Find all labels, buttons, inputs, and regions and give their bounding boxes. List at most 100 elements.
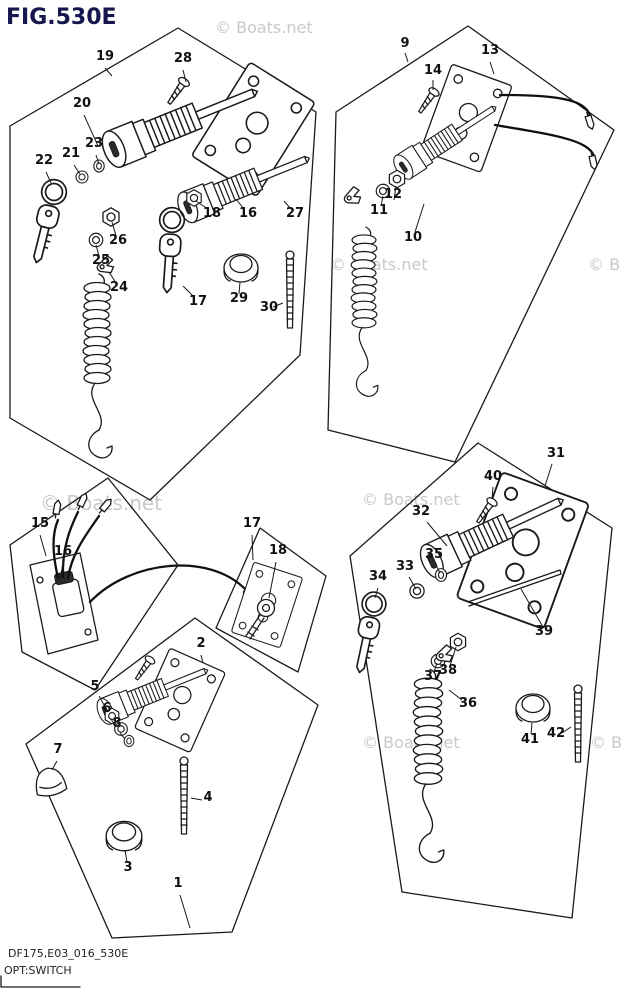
assembly-box-outline <box>9 477 179 691</box>
washer <box>88 232 104 248</box>
callout-16: 16 <box>239 206 257 221</box>
callout-41: 41 <box>521 732 539 747</box>
callout-14: 14 <box>424 63 442 78</box>
washer <box>75 170 89 184</box>
lanyard-clip <box>340 184 364 208</box>
callout-9: 9 <box>400 36 409 51</box>
callout-32: 32 <box>412 504 430 519</box>
lanyard-coil <box>82 273 113 459</box>
callout-26: 26 <box>109 233 127 248</box>
watermark: © Boats.net <box>588 255 621 274</box>
callout-22: 22 <box>35 153 53 168</box>
callout-8: 8 <box>112 716 121 731</box>
callout-11: 11 <box>370 203 388 218</box>
figure-code: DF175,E03_016_530E <box>8 947 128 960</box>
callout-5: 5 <box>90 679 99 694</box>
watermark: © Boats.net <box>362 490 460 509</box>
watermark: © Boats.net <box>590 733 621 752</box>
threaded-knob <box>245 598 276 640</box>
wire <box>66 514 101 580</box>
callout-2: 2 <box>196 636 205 651</box>
callout-19: 19 <box>96 49 114 64</box>
lanyard-coil <box>350 226 379 397</box>
callout-20: 20 <box>73 96 91 111</box>
assembly-bracket-switch <box>9 477 254 691</box>
hex-nut <box>449 632 467 652</box>
callout-29: 29 <box>230 291 248 306</box>
callout-16b: 16 <box>54 544 72 559</box>
figure-caption: OPT:SWITCH <box>4 964 72 977</box>
push-button-switch <box>515 693 551 723</box>
washer <box>409 583 425 599</box>
lanyard-coil <box>412 668 445 863</box>
ignition-key <box>23 176 70 267</box>
callout-3: 3 <box>123 860 132 875</box>
leader-lines <box>39 52 572 929</box>
rubber-cap <box>35 767 68 797</box>
screw <box>163 75 192 108</box>
callout-4: 4 <box>203 790 212 805</box>
assembly-box-outline <box>349 442 613 919</box>
callout-42: 42 <box>547 726 565 741</box>
bracket-hole <box>36 576 44 584</box>
callout-23: 23 <box>85 136 103 151</box>
wire <box>61 510 80 579</box>
callout-6: 6 <box>102 701 111 716</box>
washer-ring <box>123 734 135 748</box>
strap <box>573 684 583 763</box>
callout-37: 37 <box>424 669 442 684</box>
callout-38: 38 <box>439 663 457 678</box>
threaded-rod <box>467 569 562 607</box>
callout-labels: 19 28 20 23 21 22 18 16 27 26 25 24 17 2… <box>31 36 565 891</box>
assembly-switch-lanyard <box>347 442 613 919</box>
callout-10: 10 <box>404 230 422 245</box>
washer-ring <box>93 159 105 173</box>
callout-17b: 17 <box>243 516 261 531</box>
callout-27: 27 <box>286 206 304 221</box>
assembly-box-outline <box>25 617 319 939</box>
strap <box>179 756 189 835</box>
callout-1: 1 <box>173 876 182 891</box>
callout-31: 31 <box>547 446 565 461</box>
callout-24: 24 <box>110 280 128 295</box>
callout-17: 17 <box>189 294 207 309</box>
watermark: © Boats.net <box>215 18 313 37</box>
wire <box>493 123 596 158</box>
ignition-key <box>153 205 187 295</box>
hex-nut <box>102 207 120 227</box>
watermark: © Boats.net <box>330 255 428 274</box>
push-button-switch <box>223 253 259 283</box>
wire <box>498 93 592 118</box>
wire <box>52 518 60 580</box>
callout-13: 13 <box>481 43 499 58</box>
assembly-small-panel <box>215 527 327 673</box>
callout-18: 18 <box>203 206 221 221</box>
strap <box>285 250 295 329</box>
hex-nut <box>186 189 202 207</box>
figure-title: FIG.530E <box>6 5 117 30</box>
callout-36: 36 <box>459 696 477 711</box>
callout-12: 12 <box>384 187 402 202</box>
assembly-single-switch-panel <box>25 617 319 939</box>
push-button-switch <box>105 820 143 852</box>
hex-nut <box>388 169 406 189</box>
bracket-hole <box>84 628 92 636</box>
callout-18b: 18 <box>269 543 287 558</box>
callout-33: 33 <box>396 559 414 574</box>
callout-21: 21 <box>62 146 80 161</box>
callout-28: 28 <box>174 51 192 66</box>
callout-39: 39 <box>535 624 553 639</box>
callout-34: 34 <box>369 569 387 584</box>
assembly-dual-ignition-switch <box>9 27 317 501</box>
assembly-box-outline <box>9 27 317 501</box>
callout-30: 30 <box>260 300 278 315</box>
watermark: © Boats.net <box>362 733 460 752</box>
assembly-switch-wired-panel <box>327 25 615 463</box>
assembly-box-outline <box>215 527 327 673</box>
callout-40: 40 <box>484 469 502 484</box>
callout-15: 15 <box>31 516 49 531</box>
wire <box>88 564 248 604</box>
screw <box>131 653 157 683</box>
